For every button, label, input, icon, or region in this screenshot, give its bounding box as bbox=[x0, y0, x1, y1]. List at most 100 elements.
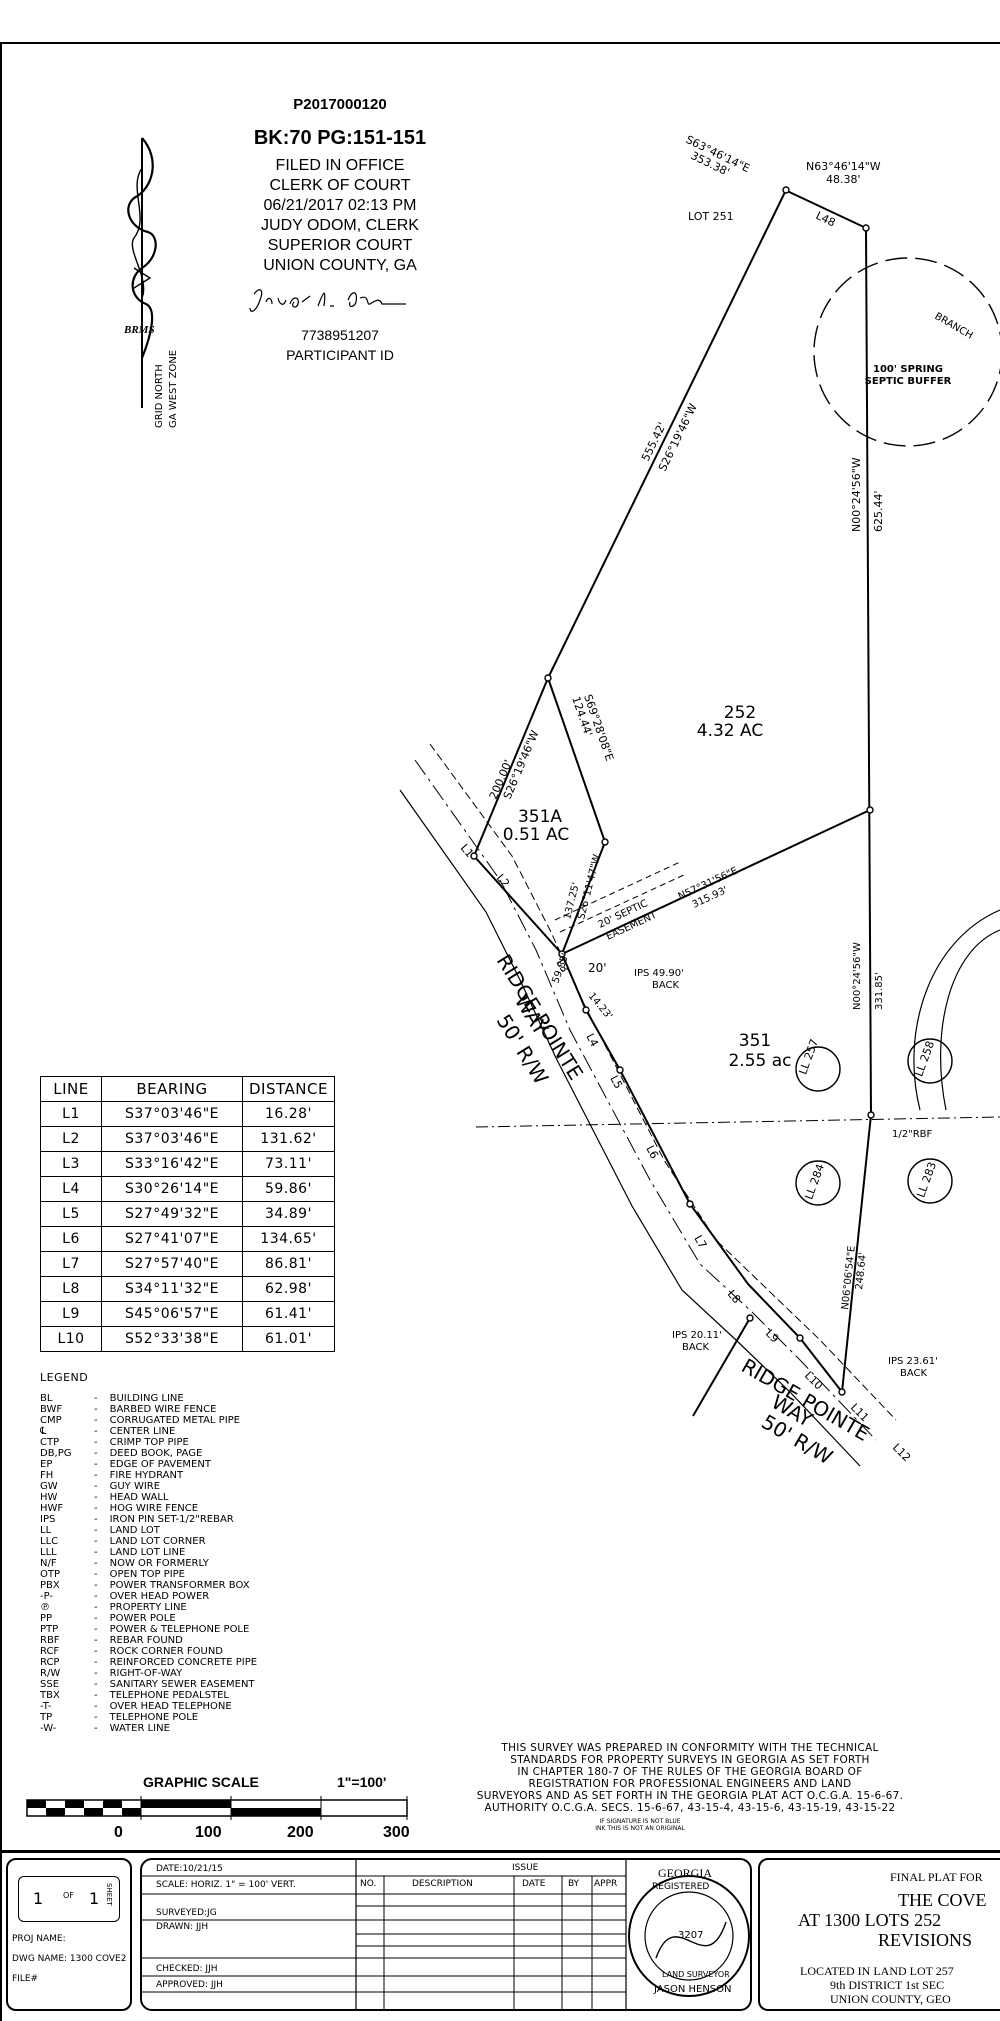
legend-abbr: GW bbox=[40, 1481, 58, 1492]
legend-item: BL-BUILDING LINE bbox=[40, 1393, 184, 1404]
cert-line-6: AUTHORITY O.C.G.A. SECS. 15-6-67, 43-15-… bbox=[484, 1802, 896, 1814]
top-margin bbox=[0, 0, 1000, 42]
legend-definition: REBAR FOUND bbox=[109, 1635, 183, 1646]
line-cell: L4 bbox=[40, 1176, 102, 1202]
legend-definition: POWER TRANSFORMER BOX bbox=[109, 1580, 250, 1591]
east-bearing: N00°24'56"W bbox=[850, 457, 863, 532]
graphic-scale-title: GRAPHIC SCALE bbox=[143, 1774, 259, 1790]
brms-logo: BRMS bbox=[123, 324, 155, 336]
legend-definition: TELEPHONE POLE bbox=[109, 1712, 199, 1723]
line-cell: L9 bbox=[40, 1301, 102, 1327]
date-label: DATE:10/21/15 bbox=[156, 1864, 223, 1874]
dist-20: 20' bbox=[588, 961, 607, 975]
legend-abbr: RCP bbox=[40, 1657, 60, 1668]
drawn-label: DRAWN: JJH bbox=[156, 1922, 209, 1932]
sheet-of: OF bbox=[63, 1891, 74, 1900]
road-edge-east bbox=[429, 743, 897, 1421]
bearing-cell: S37°03'46"E bbox=[101, 1126, 243, 1152]
legend-item: CMP-CORRUGATED METAL PIPE bbox=[40, 1415, 240, 1426]
l5-label: L5 bbox=[607, 1073, 625, 1091]
legend-item: EP-EDGE OF PAVEMENT bbox=[40, 1459, 211, 1470]
legend-definition: CENTER LINE bbox=[109, 1426, 176, 1437]
boundary-351a-east bbox=[547, 677, 606, 843]
legend-item: RBF-REBAR FOUND bbox=[40, 1635, 183, 1646]
legend-definition: REINFORCED CONCRETE PIPE bbox=[109, 1657, 258, 1668]
legend-abbr: CTP bbox=[40, 1437, 60, 1448]
lot-252-area: 4.32 AC bbox=[697, 721, 763, 741]
bearing-cell: S37°03'46"E bbox=[101, 1101, 243, 1127]
line-cell: L3 bbox=[40, 1151, 102, 1177]
legend-abbr: RBF bbox=[40, 1635, 60, 1646]
branch-stream bbox=[913, 909, 1000, 1111]
info-grid bbox=[142, 1860, 627, 2010]
stamp-line-2: CLERK OF COURT bbox=[269, 177, 411, 194]
legend-item: IPS-IRON PIN SET-1/2"REBAR bbox=[40, 1514, 234, 1525]
rbf-label: 1/2"RBF bbox=[892, 1129, 933, 1140]
legend-definition: LAND LOT LINE bbox=[109, 1547, 186, 1558]
legend-item: RCP-REINFORCED CONCRETE PIPE bbox=[40, 1657, 258, 1668]
project-name-1: THE COVE bbox=[898, 1890, 987, 1910]
boundary-l48 bbox=[784, 189, 867, 229]
septic-easement-line bbox=[554, 861, 681, 921]
l4-label: L4 bbox=[583, 1031, 601, 1049]
bearing-cell: S27°57'40"E bbox=[101, 1251, 243, 1277]
legend-abbr: -P- bbox=[40, 1591, 54, 1602]
stamp-line-5: SUPERIOR COURT bbox=[267, 237, 413, 254]
legend-definition: ROCK CORNER FOUND bbox=[109, 1646, 223, 1657]
distance-cell: 86.81' bbox=[242, 1251, 335, 1277]
l2-label: L2 bbox=[494, 872, 512, 890]
stamp-line-4: JUDY ODOM, CLERK bbox=[261, 217, 419, 234]
legend-definition: TELEPHONE PEDALSTEL bbox=[109, 1690, 229, 1701]
line-cell: L8 bbox=[40, 1276, 102, 1302]
seal-mid: REGISTERED bbox=[652, 1882, 710, 1892]
cert-line-1: THIS SURVEY WAS PREPARED IN CONFORMITY W… bbox=[501, 1742, 879, 1754]
ips-3-back: BACK bbox=[900, 1368, 928, 1379]
land-lot-257-circle bbox=[795, 1046, 841, 1092]
boundary-septic bbox=[561, 809, 871, 955]
participant-label: PARTICIPANT ID bbox=[286, 347, 394, 363]
scale-tick-100: 100 bbox=[195, 1824, 222, 1841]
signature-warning: IF SIGNATURE IS NOT BLUE INK THIS IS NOT… bbox=[560, 1818, 720, 1832]
project-name-3: REVISIONS bbox=[878, 1930, 973, 1950]
seal-name: JASON HENSON bbox=[654, 1984, 732, 1995]
header-distance: DISTANCE bbox=[242, 1076, 335, 1102]
top-bearing-b-dist: 48.38' bbox=[826, 173, 861, 186]
sheet-number: 1 bbox=[33, 1889, 44, 1908]
plat-sheet bbox=[0, 42, 1000, 2021]
location-3: UNION COUNTY, GEO bbox=[830, 1992, 951, 2006]
distance-cell: 134.65' bbox=[242, 1226, 335, 1252]
road-frontage bbox=[473, 855, 843, 1393]
ll-258: LL 258 bbox=[912, 1039, 937, 1078]
l3-label: L3 bbox=[553, 957, 571, 975]
sig-warning-2: INK THIS IS NOT AN ORIGINAL bbox=[595, 1825, 685, 1832]
bearing-cell: S27°41'07"E bbox=[101, 1226, 243, 1252]
sheet-label: SHEET bbox=[105, 1883, 113, 1906]
legend-definition: OPEN TOP PIPE bbox=[109, 1569, 186, 1580]
grid-north-label: GRID NORTH bbox=[154, 364, 165, 428]
legend-abbr: N/F bbox=[40, 1558, 57, 1569]
l7-label: L7 bbox=[691, 1233, 709, 1251]
boundary-351a-south bbox=[561, 841, 606, 955]
legend-item: LLC-LAND LOT CORNER bbox=[40, 1536, 206, 1547]
distance-cell: 16.28' bbox=[242, 1101, 335, 1127]
legend-item: HW-HEAD WALL bbox=[40, 1492, 169, 1503]
legend-item: -W--WATER LINE bbox=[40, 1723, 170, 1734]
legend-item: GW-GUY WIRE bbox=[40, 1481, 161, 1492]
legend-definition: CRIMP TOP PIPE bbox=[109, 1437, 189, 1448]
line-cell: L5 bbox=[40, 1201, 102, 1227]
graphic-scale: GRAPHIC SCALE 1"=100' 0 100 200 300 bbox=[25, 1774, 425, 1844]
bearing-cell: S27°49'32"E bbox=[101, 1201, 243, 1227]
legend-item: DB,PG-DEED BOOK, PAGE bbox=[40, 1448, 203, 1459]
bearing-cell: S45°06'57"E bbox=[101, 1301, 243, 1327]
issue-col-appr: APPR bbox=[594, 1879, 618, 1889]
spring-buffer-circle bbox=[813, 257, 1000, 447]
legend-definition: FIRE HYDRANT bbox=[109, 1470, 184, 1481]
east-dist: 625.44' bbox=[872, 490, 885, 532]
project-name-2: AT 1300 LOTS 252 bbox=[798, 1910, 942, 1930]
legend-abbr: HWF bbox=[40, 1503, 64, 1514]
legend-definition: NOW OR FORMERLY bbox=[109, 1558, 209, 1569]
legend-title: LEGEND bbox=[40, 1371, 89, 1384]
legend-item: LL-LAND LOT bbox=[40, 1525, 160, 1536]
